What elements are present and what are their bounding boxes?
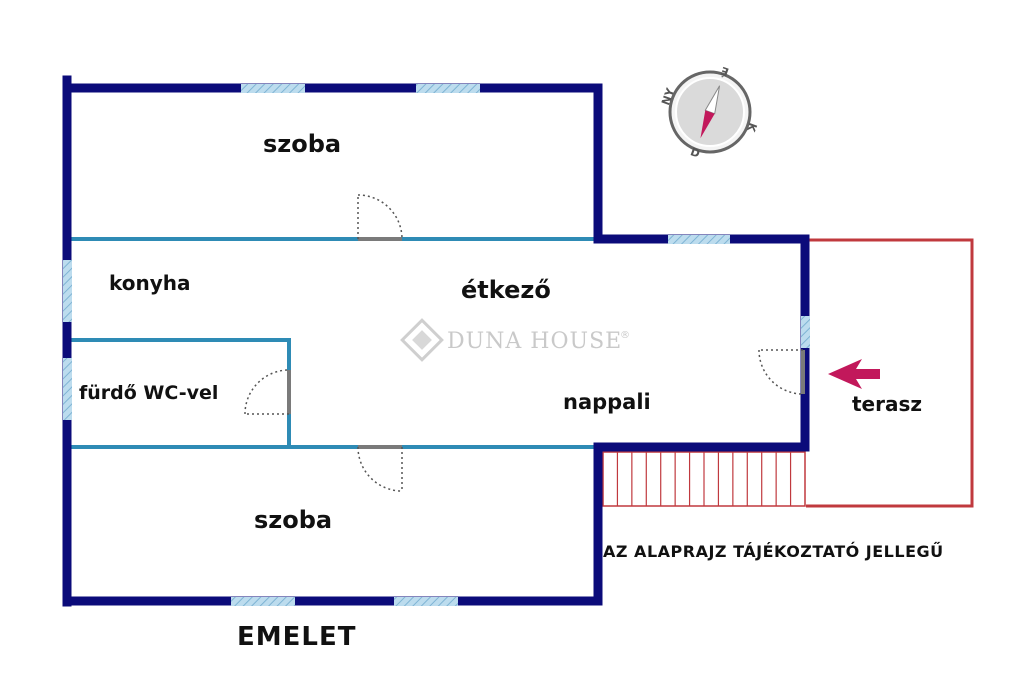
windows [63,84,810,606]
window [231,597,295,606]
terrace [602,238,974,508]
window [394,597,458,606]
window [63,358,72,420]
entrance-arrow-icon [828,359,880,389]
terrace-outline [806,238,974,508]
door-bathroom [244,369,291,415]
compass-icon: D É K NY [659,64,759,161]
window [416,84,480,93]
stairs [616,452,792,506]
doors [244,194,805,492]
watermark-logo-icon [400,318,444,362]
room-label-living: nappali [563,390,651,414]
room-label-dining: étkező [461,276,551,304]
room-label-bottom-room: szoba [254,506,332,534]
floor-label: EMELET [237,622,356,652]
door-room-top [357,194,403,241]
room-label-bathroom: fürdő WC-vel [79,382,218,404]
watermark-text: DUNA HOUSE [447,329,622,354]
compass-north: É [719,64,731,79]
room-label-kitchen: konyha [109,271,191,295]
window [63,260,72,322]
window [801,316,810,348]
compass-west: NY [659,86,677,108]
room-labels: szoba konyha étkező fürdő WC-vel nappali… [79,130,922,534]
window [668,235,730,244]
disclaimer-text: AZ ALAPRAJZ TÁJÉKOZTATÓ JELLEGŰ [603,541,944,561]
door-room-bottom [357,445,403,492]
room-label-terrace: terasz [852,392,922,416]
room-label-top-room: szoba [263,130,341,158]
compass-south: D [689,145,702,160]
watermark: DUNA HOUSE ® [400,318,630,362]
window [241,84,305,93]
door-terrace [758,349,805,395]
watermark-registered-mark: ® [620,330,630,341]
